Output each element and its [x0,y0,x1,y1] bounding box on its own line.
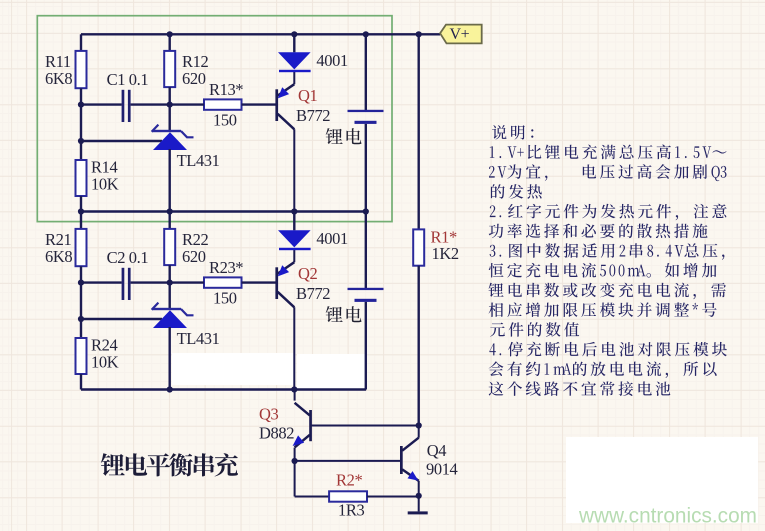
svg-text:1K2: 1K2 [432,244,459,263]
svg-text:1R3: 1R3 [338,501,364,520]
svg-text:10K: 10K [91,174,119,193]
svg-text:R13*: R13* [209,80,243,99]
svg-text:6K8: 6K8 [45,69,72,88]
svg-text:B772: B772 [296,284,330,303]
svg-text:10K: 10K [91,352,119,371]
svg-text:R12: R12 [182,52,208,71]
svg-text:C2 0.1: C2 0.1 [107,248,149,267]
svg-text:6K8: 6K8 [45,247,72,266]
svg-text:R24: R24 [91,336,117,355]
svg-text:9014: 9014 [426,460,458,479]
svg-text:Q2: Q2 [298,264,318,283]
svg-text:R22: R22 [182,230,208,249]
svg-text:www.cntronics.com: www.cntronics.com [578,505,757,528]
svg-text:R14: R14 [91,158,117,177]
svg-text:D882: D882 [259,424,294,443]
svg-text:B772: B772 [296,106,330,125]
svg-text:150: 150 [213,111,237,130]
svg-text:TL431: TL431 [177,329,220,348]
svg-text:620: 620 [182,69,206,88]
svg-text:Q4: Q4 [427,441,447,460]
svg-text:150: 150 [213,289,237,308]
svg-text:R2*: R2* [336,471,362,490]
svg-text:620: 620 [182,247,206,266]
svg-text:Q3: Q3 [259,404,279,423]
svg-text:TL431: TL431 [177,151,220,170]
svg-text:R21: R21 [45,230,71,249]
svg-text:R11: R11 [45,52,71,71]
svg-text:4001: 4001 [316,51,348,70]
svg-text:Q1: Q1 [298,86,318,105]
svg-text:4001: 4001 [316,229,348,248]
svg-text:V+: V+ [450,26,470,43]
svg-text:C1 0.1: C1 0.1 [107,70,149,89]
svg-text:R23*: R23* [209,258,243,277]
svg-text:R1*: R1* [431,227,457,246]
